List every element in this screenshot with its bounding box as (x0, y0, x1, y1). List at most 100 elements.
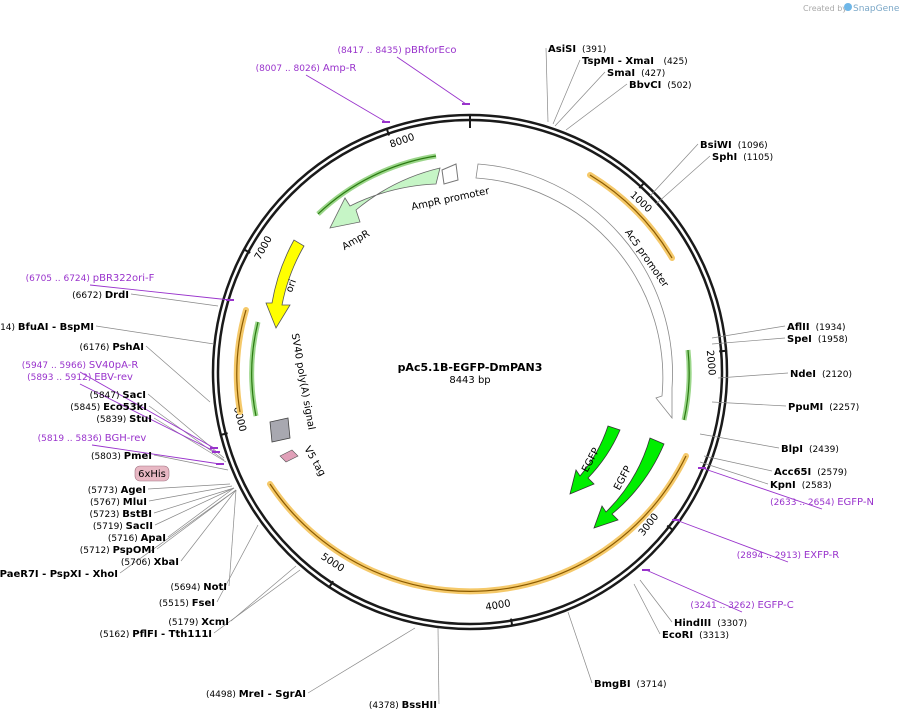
enzyme-leader (633, 583, 661, 635)
primer-leader (396, 56, 467, 105)
primer-name: EBV-rev (94, 372, 133, 383)
enzyme-pos: (2439) (809, 445, 839, 455)
enzyme-leader (167, 487, 235, 538)
enzyme-label: PpuMI(2257) (788, 402, 859, 413)
orf-line-1 (589, 174, 673, 259)
enzyme-label: (5723) BstBI (90, 509, 153, 520)
enzyme-pos: (2583) (802, 481, 832, 491)
primer-range: (6705 .. 6724) (26, 274, 93, 284)
orf-halos (233, 153, 692, 595)
feature-label-v5: V5 tag (301, 445, 327, 479)
snapgene-logo-icon (844, 3, 852, 11)
enzyme-name: Acc65I (774, 467, 811, 478)
feature-arrows (265, 163, 673, 529)
enzyme-leader (153, 454, 229, 471)
enzyme-label: BmgBI(3714) (594, 679, 666, 690)
primer-range: (2633 .. 2654) (770, 498, 837, 508)
enzyme-label: (5767) MluI (90, 497, 147, 508)
enzyme-label: (4498) MreI - SgrAI (206, 689, 306, 700)
enzyme-leader (437, 627, 440, 705)
enzyme-pos: (1958) (818, 335, 848, 345)
orf-line-2 (269, 455, 687, 592)
ruler-tick-1000 (638, 181, 646, 189)
primer-range: (5947 .. 5966) (22, 361, 89, 371)
ruler-label-2000: 2000 (704, 350, 717, 376)
enzyme-label: (5179) XcmI (168, 617, 229, 628)
feature-label-ampr: AmpR (340, 228, 371, 252)
primer-name: Amp-R (323, 63, 357, 74)
enzyme-leader (147, 483, 231, 490)
enzyme-name: SacII (126, 521, 153, 532)
enzyme-name: TspMI (582, 56, 618, 67)
enzyme-alt: - BspMI (48, 322, 94, 333)
enzyme-label: (5706) XbaI (121, 557, 179, 568)
enzyme-pos: (5719) (93, 522, 126, 532)
primer-label: (8417 .. 8435) pBRforEco (338, 45, 457, 56)
enzyme-name: BstBI (122, 509, 152, 520)
ruler-tick-2000 (719, 349, 728, 353)
enzyme-label: (5847) SacI (90, 390, 146, 401)
green-line-right (683, 349, 690, 421)
primer-range: (8007 .. 8026) (256, 64, 323, 74)
enzyme-leader (213, 569, 301, 634)
enzyme-pos: (391) (582, 45, 606, 55)
enzyme-name: XcmI (201, 617, 229, 628)
enzyme-name: PaeR7I (0, 569, 39, 580)
enzyme-leader (119, 489, 237, 574)
enzyme-name: BbvCI (629, 80, 661, 91)
enzyme-name: SacI (122, 390, 146, 401)
primer-label: (6705 .. 6724) pBR322ori-F (26, 273, 155, 284)
enzyme-name: SpeI (787, 334, 812, 345)
enzyme-pos: (2579) (817, 468, 847, 478)
enzyme-label: EcoRI(3313) (662, 630, 729, 641)
enzyme-pos: (5767) (90, 498, 123, 508)
enzyme-name: KpnI (770, 480, 796, 491)
enzyme-leader (567, 611, 593, 684)
primer-label: (8007 .. 8026) Amp-R (256, 63, 357, 74)
primer-name: pBR322ori-F (93, 273, 155, 284)
enzyme-pos: (5839) (96, 415, 129, 425)
enzyme-label: SpeI (1958) (787, 334, 848, 345)
enzyme-leader (307, 627, 416, 694)
enzyme-pos: (3307) (717, 619, 747, 629)
feature-label-sv40: SV40 poly(A) signal (289, 333, 317, 431)
enzyme-label: Acc65I (2579) (774, 467, 847, 478)
enzyme-leader (153, 417, 227, 463)
enzyme-name: BssHII (402, 700, 437, 711)
enzyme-name: BlpI (781, 444, 803, 455)
primer-range: (3241 .. 3262) (690, 601, 757, 611)
primer-leader (305, 74, 387, 123)
enzyme-label: BsiWI(1096) (700, 140, 768, 151)
enzyme-name: BsiWI (700, 140, 732, 151)
enzyme-alt: - PspXI - XhoI (39, 569, 118, 580)
enzyme-leader (154, 487, 235, 526)
enzyme-name: Eco53kI (103, 402, 147, 413)
enzyme-label: (5694) NotI (170, 582, 227, 593)
primer-leader (79, 371, 215, 449)
ruler-tick-7000 (242, 248, 251, 254)
enzyme-pos: (6176) (80, 343, 113, 353)
ori-arrow (265, 239, 305, 329)
enzyme-leader (711, 401, 787, 407)
ruler-label-8000: 8000 (388, 132, 416, 151)
enzyme-name: PmeI (124, 451, 152, 462)
enzyme-pos: (5845) (70, 403, 103, 413)
sv40-polya-box (269, 417, 291, 443)
primer-range: (8417 .. 8435) (338, 46, 405, 56)
enzyme-leader (655, 155, 711, 205)
enzyme-pos: (5847) (90, 391, 123, 401)
enzyme-alt: - SgrAI (264, 689, 306, 700)
enzyme-leader (699, 461, 769, 485)
enzyme-name: BfuAI (18, 322, 49, 333)
primer-label: (2633 .. 2654) EGFP-N (770, 497, 874, 508)
ac5-promoter-arrow (475, 163, 673, 420)
primer-leader (79, 383, 217, 453)
enzyme-pos: (502) (667, 81, 691, 91)
enzyme-leader (228, 489, 237, 587)
primer-range: (2894 .. 2913) (737, 551, 804, 561)
enzyme-leader (565, 83, 628, 131)
enzyme-name: DrdI (105, 290, 129, 301)
enzyme-label: (5803) PmeI (91, 451, 152, 462)
egfp-arrow-2 (593, 437, 665, 529)
